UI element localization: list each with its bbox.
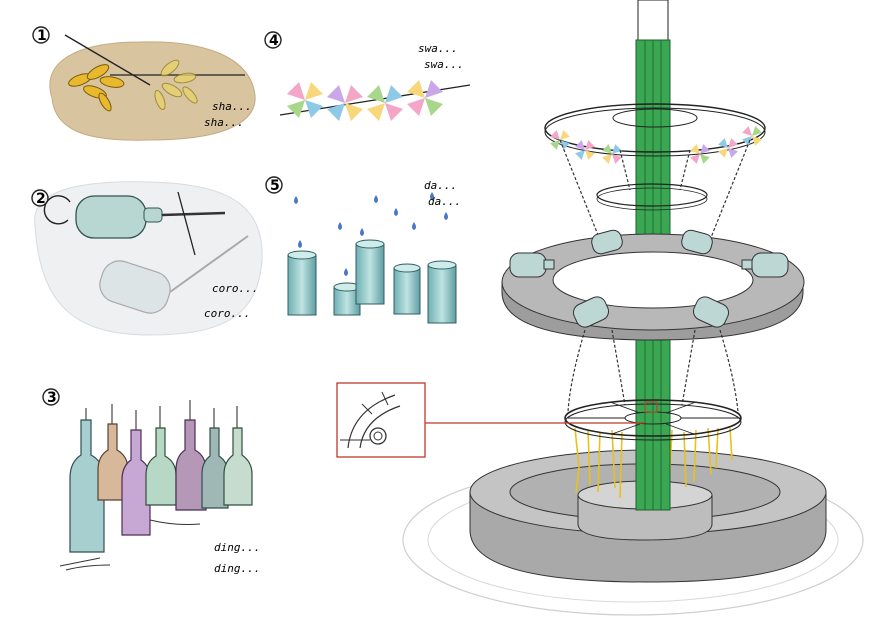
sound-label: coro... <box>212 282 258 295</box>
wheat-icon <box>154 59 198 110</box>
panel-number: 5 <box>270 178 280 194</box>
panel-1-wheat: 1 sha... sha... <box>32 26 256 141</box>
tube-icon <box>393 263 421 315</box>
bottle-icon <box>223 406 253 506</box>
panel-4-pinwheels: 4 swa... swa... <box>264 31 471 121</box>
panel-2-bottles: 2 coro... coro... <box>31 181 263 336</box>
pinwheel-icon <box>407 80 443 116</box>
pinwheel-icon <box>367 85 403 121</box>
wheat-icon <box>68 64 125 112</box>
main-structure <box>336 0 864 616</box>
pinwheel-icon <box>602 144 622 164</box>
panel-number: 2 <box>36 191 46 207</box>
panel-5-water-tubes: 5 da... da... <box>265 176 461 324</box>
pinwheel-icon <box>327 85 363 121</box>
pinwheel-icon <box>287 82 323 118</box>
detail-callout-icon <box>336 382 645 458</box>
bottle-icon <box>145 406 177 506</box>
bottle-icon <box>591 229 623 255</box>
sound-label: coro... <box>204 307 250 320</box>
sound-label: ding... <box>214 541 260 554</box>
sound-label: swa... <box>418 42 458 55</box>
tube-icon <box>355 239 385 305</box>
bottle-icon <box>69 408 105 553</box>
panel-number: 1 <box>37 28 47 44</box>
pinwheel-icon <box>690 144 710 164</box>
panel-3-hanging-bottles: 3 ding... <box>42 388 260 575</box>
sound-label: sha... <box>204 116 244 129</box>
water-drop-icon <box>294 192 448 276</box>
sound-label: da... <box>424 179 457 192</box>
sound-label: da... <box>428 195 461 208</box>
bottle-icon <box>681 229 713 255</box>
tube-icon <box>427 260 457 324</box>
bottle-icon <box>201 408 229 509</box>
tube-icon <box>287 250 317 316</box>
bottle-icon <box>175 400 207 511</box>
bottle-icon <box>692 296 730 328</box>
pinwheel-icon <box>575 140 595 160</box>
bottle-icon <box>75 195 226 239</box>
bottle-icon <box>509 252 555 278</box>
bottle-disk <box>501 229 805 341</box>
thread-ring <box>564 399 742 441</box>
bottle-icon <box>99 235 249 314</box>
bottle-icon <box>121 410 151 536</box>
sound-label: swa... <box>424 58 464 71</box>
panel-number: 4 <box>269 33 279 49</box>
bottle-icon <box>572 296 610 328</box>
panel-number: 3 <box>47 390 57 406</box>
sound-label: ding... <box>214 562 260 575</box>
bottle-icon <box>741 252 789 278</box>
sound-label: sha... <box>212 100 252 113</box>
